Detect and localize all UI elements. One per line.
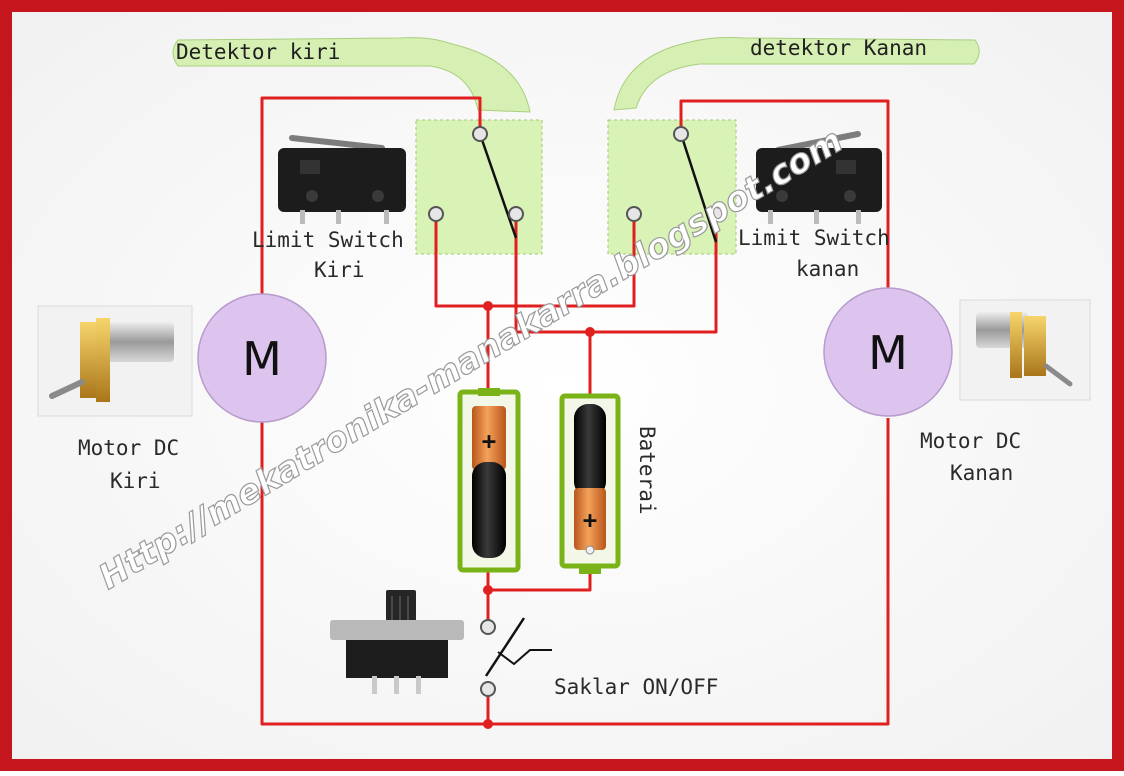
limit-switch-right-label-2: kanan <box>796 257 859 281</box>
gear-motor-left-icon <box>37 305 193 417</box>
onoff-switch-symbol <box>480 617 552 697</box>
motor-left-label-1: Motor DC <box>78 436 179 460</box>
switch-label: Saklar ON/OFF <box>554 675 718 699</box>
motor-right-symbol: M <box>823 287 953 417</box>
gear-motor-right-icon <box>959 299 1091 401</box>
motor-right-label-1: Motor DC <box>920 429 1021 453</box>
microswitch-right-icon <box>756 131 882 224</box>
battery-right: + <box>559 393 621 574</box>
switch-contacts <box>428 126 724 243</box>
motor-right-label-2: Kanan <box>950 461 1013 485</box>
motor-left-m: M <box>242 332 282 386</box>
battery-right-plus: + <box>583 506 597 534</box>
limit-switch-right-label-1: Limit Switch <box>738 226 890 250</box>
microswitch-left-icon <box>278 135 406 224</box>
battery-label: Baterai <box>635 426 659 515</box>
limit-switch-left-label-1: Limit Switch <box>252 228 404 252</box>
battery-left-plus: + <box>482 427 496 455</box>
battery-left: + <box>457 388 521 573</box>
limit-switch-left-label-2: Kiri <box>314 258 365 282</box>
detector-right-label: detektor Kanan <box>750 36 927 60</box>
junction-dots <box>483 301 595 729</box>
motor-right-m: M <box>868 326 908 380</box>
motor-left-symbol: M <box>197 293 327 423</box>
detector-left-label: Detektor kiri <box>176 40 340 64</box>
slide-switch-icon <box>330 590 464 694</box>
motor-left-label-2: Kiri <box>110 469 161 493</box>
detector-right-callout <box>613 37 980 111</box>
detector-left-callout <box>172 37 531 113</box>
